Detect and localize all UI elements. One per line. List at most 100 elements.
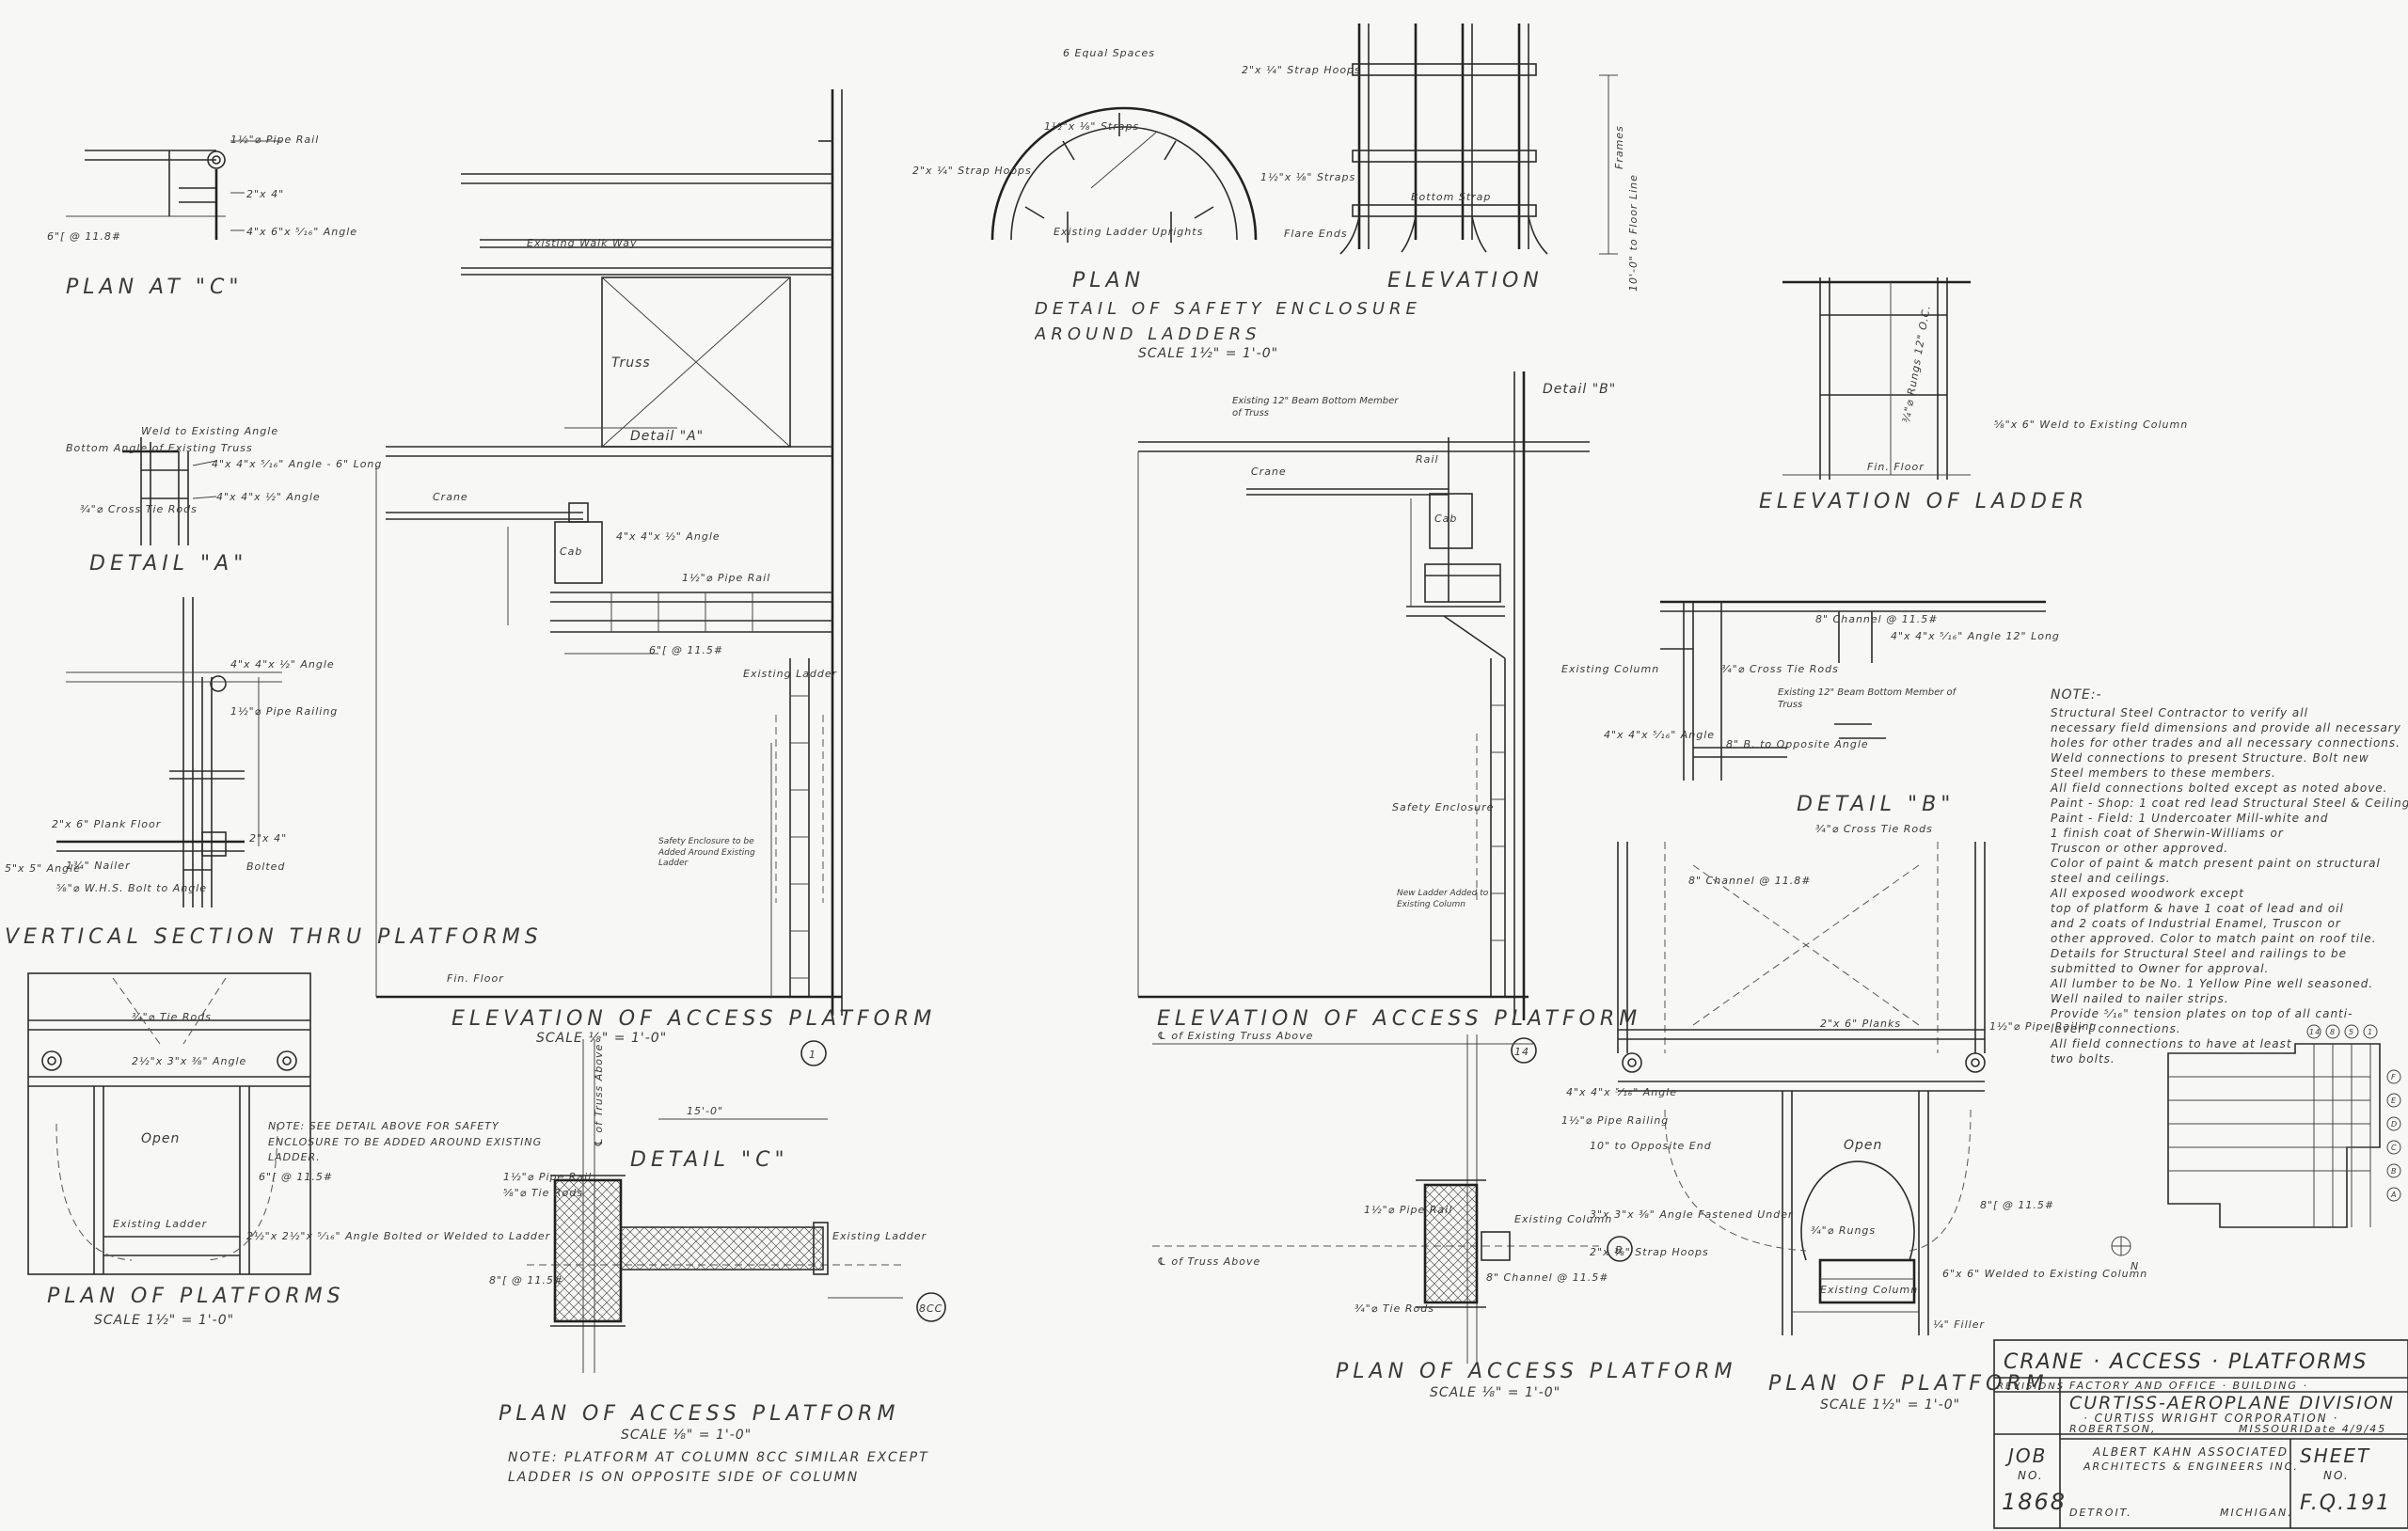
detail-b-note-4: Existing 12" Beam Bottom Member of Truss: [1778, 687, 1956, 710]
platforms-note-6: 2½"x 2½"x ⁵⁄₁₆" Angle Bolted or Welded t…: [246, 1230, 551, 1242]
tb-building: FACTORY AND OFFICE · BUILDING ·: [2069, 1380, 2308, 1392]
tb-client: CURTISS-AEROPLANE DIVISION: [2069, 1393, 2395, 1413]
plan-at-c-view: 1½"⌀ Pipe Rail 2"x 4" 6"[ @ 11.8# 4"x 6"…: [47, 134, 357, 299]
platform-note-10: 2"x ⅜" Strap Hoops: [1590, 1246, 1709, 1258]
plan-of-platform-view: ¾"⌀ Cross Tie Rods 8" Channel @ 11.8# 2"…: [1561, 823, 2147, 1413]
detail-a-note-1: Weld to Existing Angle: [141, 425, 278, 437]
plan-of-platforms-scale: SCALE 1½" = 1'-0": [94, 1313, 234, 1328]
note-line: All field connections to have at least: [2050, 1037, 2292, 1050]
encl-note-1: 6 Equal Spaces: [1063, 47, 1155, 59]
note-line: lever [ connections.: [2051, 1022, 2181, 1035]
platform-note-8: Open: [1844, 1138, 1882, 1153]
ladder-note-2: Fin. Floor: [1867, 461, 1925, 473]
note-line: two bolts.: [2051, 1052, 2115, 1065]
platform-note-14: 6"x 6" Welded to Existing Column: [1942, 1268, 2147, 1280]
note-line: Paint - Shop: 1 coat red lead Structural…: [2051, 797, 2408, 810]
detail-b-note-5: 4"x 4"x ⁵⁄₁₆" Angle: [1604, 729, 1715, 741]
elev14-note-3: Crane: [1251, 466, 1287, 478]
elevation-1-scale: SCALE ⅛" = 1'-0": [536, 1031, 667, 1046]
plan-access-c-detail: DETAIL "C": [630, 1148, 789, 1172]
vsection-note-8: Bolted: [246, 860, 285, 873]
key-row-f: F: [2391, 1073, 2397, 1081]
plan-access-c-note-4: ⅝"⌀ Tie Rods: [503, 1187, 583, 1199]
detail-b-note-6: 8" B. to Opposite Angle: [1726, 738, 1869, 750]
platform-note-9: 3"x 3"x ⅜" Angle Fastened Under: [1590, 1208, 1794, 1221]
platform-note-15: 8"[ @ 11.5#: [1980, 1199, 2054, 1211]
tb-project: CRANE · ACCESS · PLATFORMS: [2004, 1350, 2368, 1374]
tb-revisions: REVISIONS: [1997, 1381, 2065, 1392]
detail-a-note-2: Bottom Angle of Existing Truss: [66, 442, 253, 454]
enclosure-plan-label: PLAN: [1072, 269, 1145, 292]
platform-note-5: 4"x 4"x ⁵⁄₁₆" Angle: [1566, 1086, 1677, 1098]
platform-note-7: 10" to Opposite End: [1590, 1140, 1712, 1152]
platforms-note-box: NOTE: SEE DETAIL ABOVE FOR SAFETY ENCLOS…: [268, 1120, 543, 1163]
elev14-note-7: Safety Enclosure: [1392, 801, 1494, 813]
plan-access-c-note-2: 15'-0": [687, 1105, 723, 1117]
note-line: Well nailed to nailer strips.: [2051, 992, 2229, 1005]
note-line: Weld connections to present Structure. B…: [2051, 751, 2369, 765]
plan-access-b-note-4: Existing Column: [1514, 1213, 1612, 1225]
elev14-note-8: New Ladder Added to Existing Column: [1397, 889, 1489, 909]
ladder-note-3: ¾"⌀ Rungs 12" O.C.: [1900, 304, 1933, 423]
detail-b-note-3: ¾"⌀ Cross Tie Rods: [1721, 663, 1839, 675]
elev1-note-4: Crane: [433, 491, 468, 503]
detail-b-title: DETAIL "B": [1797, 793, 1955, 816]
detail-a-view: Weld to Existing Angle Bottom Angle of E…: [66, 425, 382, 576]
elev14-note-2: Detail "B": [1543, 382, 1616, 397]
elev1-note-6: Existing Ladder: [743, 668, 838, 680]
encl-note-8: Flare Ends: [1284, 228, 1348, 240]
note-line: Steel members to these members.: [2051, 766, 2276, 780]
platforms-note-3: Open: [141, 1131, 180, 1146]
plan-access-b-note-3: 1½"⌀ Pipe Rail: [1364, 1204, 1452, 1216]
elev14-note-4: Rail: [1416, 453, 1439, 466]
general-notes: NOTE:- Structural Steel Contractor to ve…: [2050, 687, 2408, 1065]
plan-of-platforms-title: PLAN OF PLATFORMS: [47, 1285, 345, 1308]
note-line: necessary field dimensions and provide a…: [2051, 721, 2401, 734]
vertical-section-view: 4"x 4"x ½" Angle 1½"⌀ Pipe Railing 2"x 6…: [5, 597, 543, 949]
platform-note-12: Existing Column: [1820, 1284, 1918, 1296]
note-line: other approved. Color to match paint on …: [2051, 932, 2377, 945]
note-line: steel and ceilings.: [2051, 872, 2171, 885]
detail-a-note-5: ¾"⌀ Cross Tie Rods: [80, 503, 198, 515]
plan-of-platform-scale: SCALE 1½" = 1'-0": [1820, 1397, 1960, 1413]
elev1-note-8: Fin. Floor: [447, 972, 504, 985]
elev1-note-7: Safety Enclosure to be Added Around Exis…: [658, 837, 755, 869]
plan-c-bubble: 8CC: [919, 1302, 943, 1315]
platforms-note-4: Existing Ladder: [113, 1218, 208, 1230]
detail-b-note-1: 8" Channel @ 11.5#: [1815, 613, 1938, 625]
encl-note-9: Frames: [1613, 125, 1625, 169]
elev14-column-bubble: 14: [1514, 1046, 1529, 1058]
detail-b-view: 8" Channel @ 11.5# 4"x 4"x ⁵⁄₁₆" Angle 1…: [1604, 600, 2059, 816]
note-line: top of platform & have 1 coat of lead an…: [2051, 902, 2344, 915]
note-line: All field connections bolted except as n…: [2050, 781, 2388, 795]
encl-note-5: 2"x ¼" Strap Hoops: [1242, 64, 1361, 76]
plan-access-b-note-1: ℄ of Existing Truss Above: [1157, 1030, 1313, 1042]
encl-note-2: 1½"x ⅛" Straps: [1044, 120, 1139, 133]
elev1-note-1: Existing Walk Way: [527, 237, 638, 249]
plan-access-c-title: PLAN OF ACCESS PLATFORM: [499, 1402, 899, 1426]
detail-a-note-3: 4"x 4"x ⁵⁄₁₆" Angle - 6" Long: [212, 458, 382, 470]
detail-a-title: DETAIL "A": [89, 552, 247, 576]
plan-access-b-note-2: ℄ of Truss Above: [1157, 1255, 1260, 1268]
plan-access-b-view: B ℄ of Existing Truss Above ℄ of Truss A…: [1152, 1030, 1732, 1400]
note-line: Provide ⁵⁄₁₆" tension plates on top of a…: [2051, 1007, 2353, 1020]
tb-arch-city: DETROIT.: [2069, 1507, 2132, 1519]
platform-note-6: 1½"⌀ Pipe Railing: [1561, 1114, 1669, 1127]
plan-access-c-note-5: 8"[ @ 11.5#: [489, 1274, 563, 1286]
vertical-section-title: VERTICAL SECTION THRU PLATFORMS: [5, 925, 543, 949]
elevation-ladder-title: ELEVATION OF LADDER: [1759, 490, 2088, 513]
plan-c-note-4: 4"x 6"x ⁵⁄₁₆" Angle: [246, 226, 357, 238]
elev1-column-bubble: 1: [809, 1049, 816, 1061]
vsection-note-5: 5"x 5" Angle: [5, 862, 81, 875]
ladder-note-1: ⅝"x 6" Weld to Existing Column: [1994, 418, 2188, 431]
note-line: Structural Steel Contractor to verify al…: [2051, 706, 2308, 719]
note-line: Paint - Field: 1 Undercoater Mill-white …: [2051, 812, 2328, 825]
tb-job-no: 1868: [2002, 1489, 2067, 1515]
elev14-note-6: Existing Column: [1561, 663, 1659, 675]
note-line: Truscon or other approved.: [2051, 842, 2228, 855]
elevation-14-view: 14 Existing 12" Beam Bottom Member of Tr…: [1137, 371, 1659, 1064]
platform-note-11: ¾"⌀ Rungs: [1811, 1224, 1876, 1237]
platform-note-13: ¼" Filler: [1933, 1318, 1985, 1331]
key-col-8: 8: [2330, 1028, 2336, 1036]
